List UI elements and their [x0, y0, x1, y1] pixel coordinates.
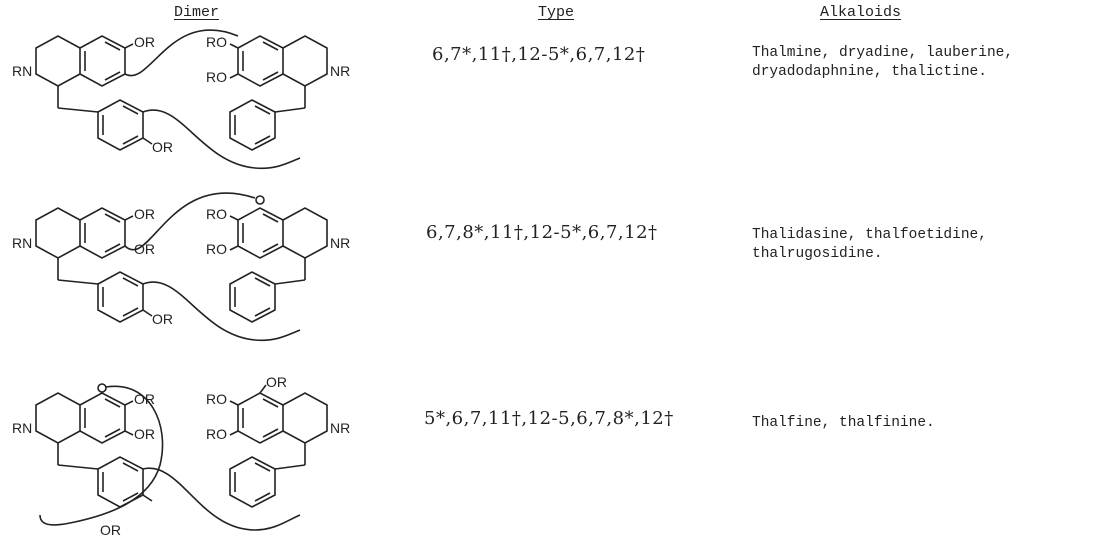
header-type: Type	[538, 4, 575, 21]
label-ro: RO	[206, 206, 227, 222]
header-alkaloids: Alkaloids	[820, 4, 902, 21]
dimer-structure-1: OR OR RO RO RN NR	[12, 29, 350, 170]
dimer-structure-2: OR OR OR RO RO RN NR	[12, 192, 350, 342]
dimer-structure-3: OR OR OR OR RO RO RN NR	[12, 374, 350, 538]
label-or: OR	[134, 426, 155, 442]
label-ro: RO	[206, 34, 227, 50]
label-ro: RO	[206, 391, 227, 407]
type-1: 6,7*,11†,12-5*,6,7,12†	[432, 44, 646, 65]
alkaloids-1-line-2: dryadodaphnine, thalictine.	[752, 64, 987, 80]
label-or: OR	[152, 139, 173, 155]
alkaloids-1-line-1: Thalmine, dryadine, lauberine,	[752, 45, 1014, 61]
label-or: OR	[134, 391, 155, 407]
label-or: OR	[134, 241, 155, 257]
label-rn: RN	[12, 235, 32, 251]
alkaloids-2-line-1: Thalidasine, thalfoetidine,	[752, 227, 987, 243]
alkaloids-1: Thalmine, dryadine, lauberine, dryadodap…	[752, 44, 1013, 82]
label-nr: NR	[330, 63, 350, 79]
label-or: OR	[134, 34, 155, 50]
label-or: OR	[100, 522, 121, 538]
label-rn: RN	[12, 63, 32, 79]
label-ro: RO	[206, 69, 227, 85]
alkaloids-2: Thalidasine, thalfoetidine, thalrugosidi…	[752, 226, 987, 264]
label-ro: RO	[206, 241, 227, 257]
label-rn: RN	[12, 420, 32, 436]
label-nr: NR	[330, 420, 350, 436]
alkaloids-3-line-1: Thalfine, thalfinine.	[752, 415, 935, 431]
label-nr: NR	[330, 235, 350, 251]
label-or: OR	[152, 311, 173, 327]
alkaloids-3: Thalfine, thalfinine.	[752, 414, 935, 433]
type-3: 5*,6,7,11†,12-5,6,7,8*,12†	[424, 408, 674, 429]
type-2: 6,7,8*,11†,12-5*,6,7,12†	[426, 222, 658, 243]
alkaloids-2-line-2: thalrugosidine.	[752, 246, 883, 262]
header-dimer: Dimer	[174, 4, 220, 21]
label-or: OR	[134, 206, 155, 222]
label-or: OR	[266, 374, 287, 390]
label-ro: RO	[206, 426, 227, 442]
